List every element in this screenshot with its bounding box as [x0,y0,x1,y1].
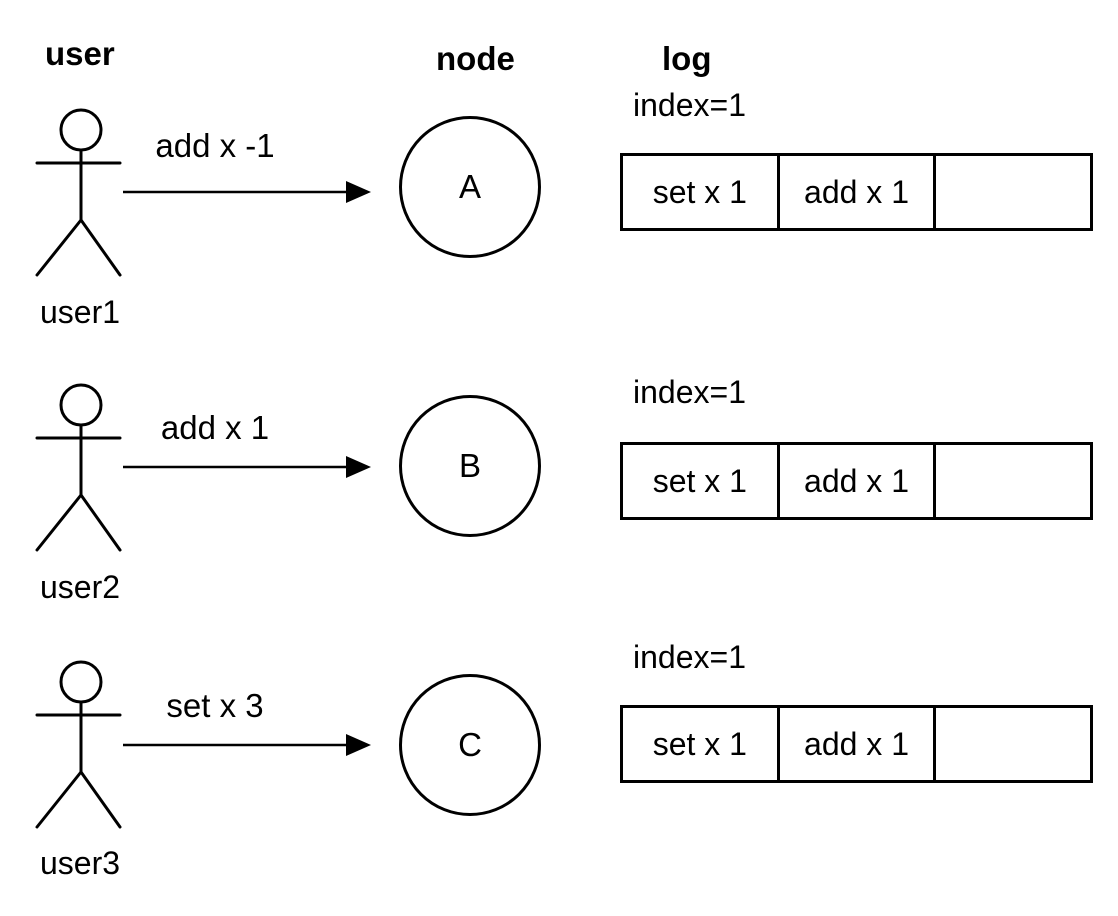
log-cell: add x 1 [776,445,934,517]
log-index-label: index=1 [633,87,746,123]
user-label: user3 [40,845,121,881]
column-header-node: node [436,40,515,77]
column-header-log: log [662,40,712,77]
user-label: user1 [40,294,121,330]
column-header-user: user [45,35,115,72]
stick-figure-icon [35,108,122,277]
log-cell [933,708,1090,780]
node-circle: B [399,395,541,537]
log-table: set x 1 add x 1 [620,442,1093,520]
log-table: set x 1 add x 1 [620,705,1093,783]
log-cell: add x 1 [776,156,934,228]
log-table: set x 1 add x 1 [620,153,1093,231]
message-arrow-icon [123,456,371,478]
log-cell: set x 1 [652,725,747,762]
stick-figure-icon [35,383,122,552]
log-cell: add x 1 [776,708,934,780]
message-label: add x 1 [160,409,270,446]
node-circle: C [399,674,541,816]
node-label: A [458,168,481,205]
message-label: set x 3 [166,687,264,724]
log-index-label: index=1 [633,639,746,675]
node-label: C [458,726,482,763]
log-cell: set x 1 [652,173,747,210]
message-label: add x -1 [155,127,275,164]
log-cell [933,445,1090,517]
message-arrow-icon [123,181,371,203]
log-cell [933,156,1090,228]
log-index-label: index=1 [633,374,746,410]
user-label: user2 [40,569,121,605]
node-label: B [458,447,481,484]
message-arrow-icon [123,734,371,756]
stick-figure-icon [35,660,122,829]
log-cell: set x 1 [652,462,747,499]
node-circle: A [399,116,541,258]
